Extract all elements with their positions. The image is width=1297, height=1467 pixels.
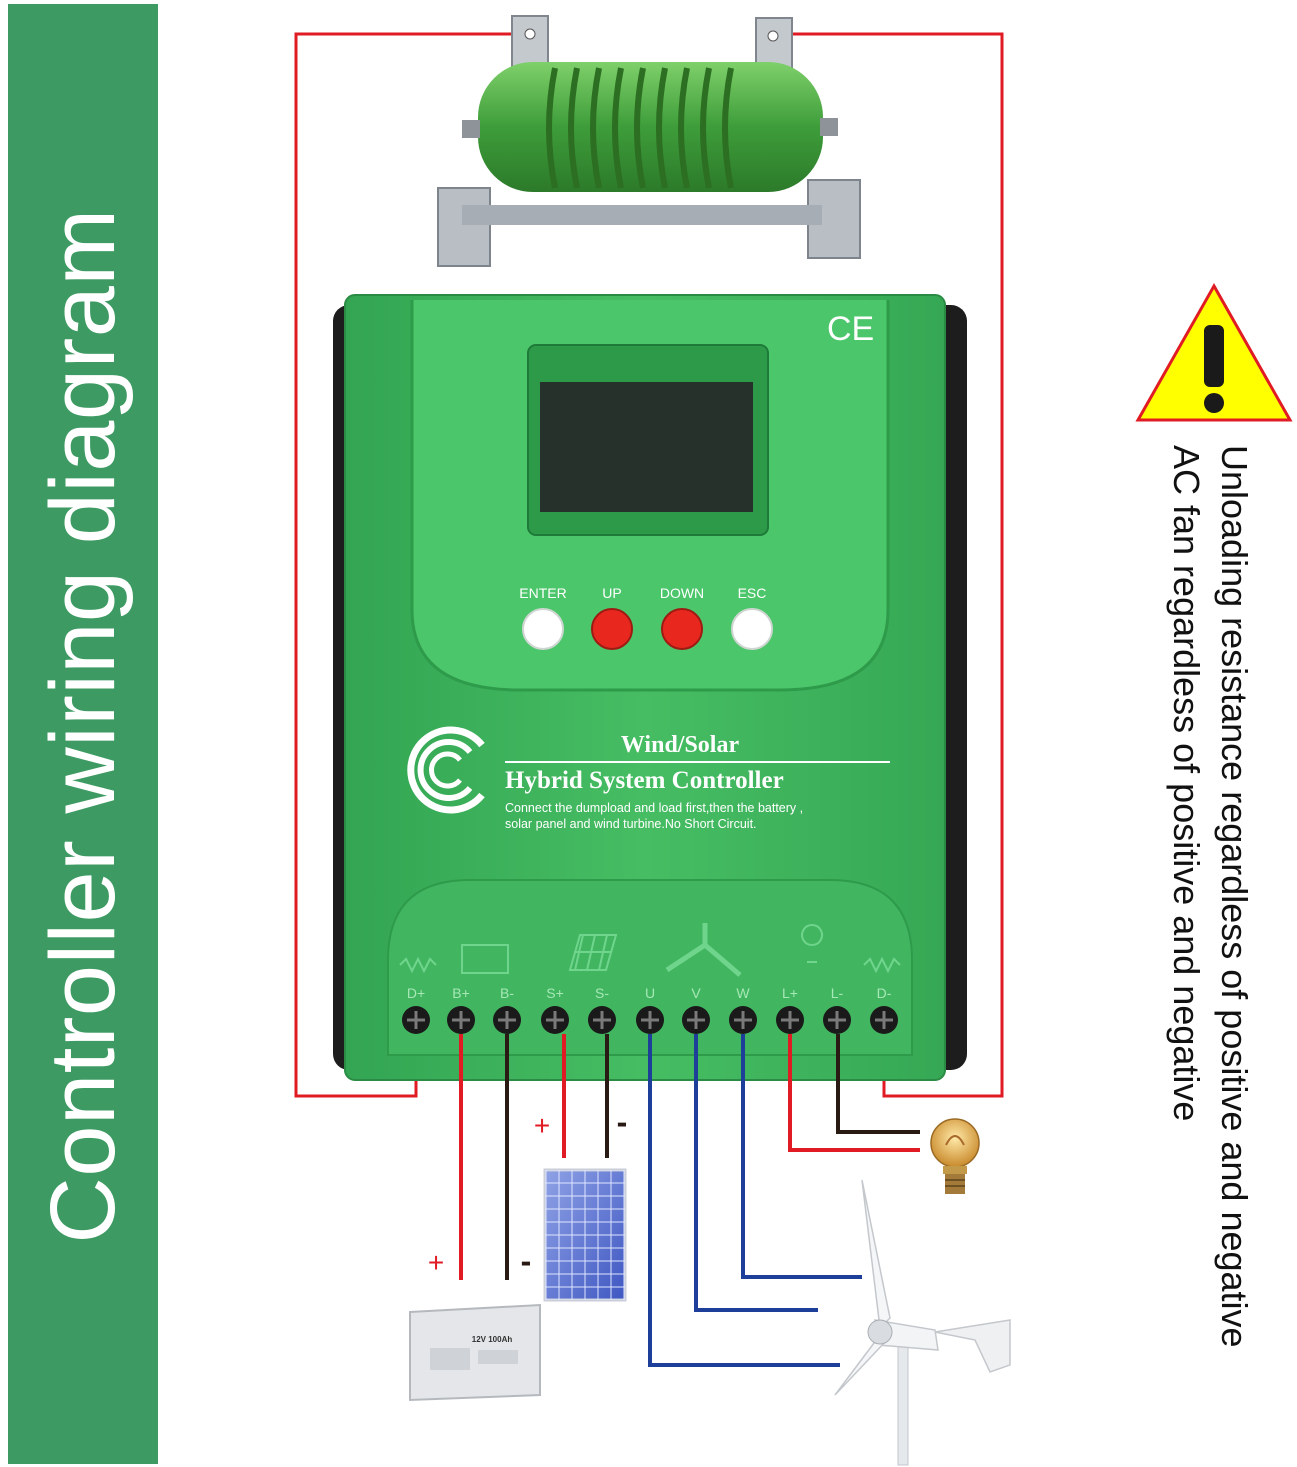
light-bulb [930,1118,980,1194]
terminal-screw [823,1006,851,1034]
terminal-label: B- [500,985,514,1001]
battery: 12V 100Ah [409,1303,541,1402]
terminal-screw [588,1006,616,1034]
warning-text: Unloading resistance regardless of posit… [1158,445,1258,1425]
terminal-label: V [691,985,701,1001]
instruction-line-2: solar panel and wind turbine.No Short Ci… [505,817,757,831]
wind-turbine-icon [665,923,742,977]
resistor-icon [863,956,901,974]
terminal-label: S- [595,985,609,1001]
title-main: Hybrid System Controller [505,767,784,794]
side-banner: Controller wiring diagram [8,4,158,1464]
turbine-v-wire [694,1034,818,1312]
terminal-label: D- [877,985,892,1001]
button-enter[interactable]: ENTER [519,585,567,650]
terminal-screw [776,1006,804,1034]
ce-mark: CE [827,310,874,348]
title-top: Wind/Solar [621,732,740,758]
brand-logo [407,726,485,814]
dump-load-resistor [437,15,861,267]
button-label: ENTER [519,585,566,601]
battery-minus-sign: - [521,1243,532,1279]
instruction-line-1: Connect the dumpload and load first,then… [505,801,803,815]
terminal-label: W [736,985,750,1001]
warning-icon [1135,282,1293,422]
battery-plus-sign: + [428,1247,444,1278]
load-negative-wire [836,1034,920,1134]
lcd-screen [540,382,753,512]
terminal-screw [729,1006,757,1034]
controller: CE ENTER UP DOWN ESC Wind/Solar Hybrid S… [333,294,967,1081]
button-up[interactable]: UP [591,585,633,650]
terminal-screw [493,1006,521,1034]
load-positive-wire [788,1034,920,1152]
terminal-screw [541,1006,569,1034]
terminal-screw [447,1006,475,1034]
solar-panel [543,1168,627,1302]
warning-line-2: AC fan regardless of positive and negati… [1166,445,1207,1122]
solar-panel-icon [568,934,618,971]
turbine-w-wire [741,1034,862,1279]
wires [459,1034,920,1367]
warning-line-1: Unloading resistance regardless of posit… [1214,445,1255,1348]
button-label: ESC [738,585,767,601]
terminal-label: S+ [546,985,564,1001]
terminal-screw [870,1006,898,1034]
terminal-label: L- [831,985,844,1001]
terminal-screws [402,1006,898,1034]
solar-plus-sign: + [534,1110,550,1141]
solar-minus-sign: - [617,1104,628,1140]
terminal-label: D+ [407,985,425,1001]
terminal-icons [399,923,901,977]
wind-turbine [834,1179,1011,1466]
button-down[interactable]: DOWN [660,585,704,650]
terminal-screw [682,1006,710,1034]
terminal-label: B+ [452,985,470,1001]
button-label: DOWN [660,585,704,601]
terminal-screw [636,1006,664,1034]
terminal-label: U [645,985,655,1001]
terminal-label: L+ [782,985,798,1001]
button-label: UP [602,585,621,601]
terminal-screw [402,1006,430,1034]
battery-label: 12V 100Ah [472,1335,513,1344]
button-esc[interactable]: ESC [731,585,773,650]
resistor-icon [399,956,437,974]
terminal-labels: D+ B+ B- S+ S- U V W L+ L- D- [407,985,892,1001]
bulb-icon [801,924,824,963]
battery-icon [461,944,509,974]
turbine-u-wire [648,1034,840,1367]
